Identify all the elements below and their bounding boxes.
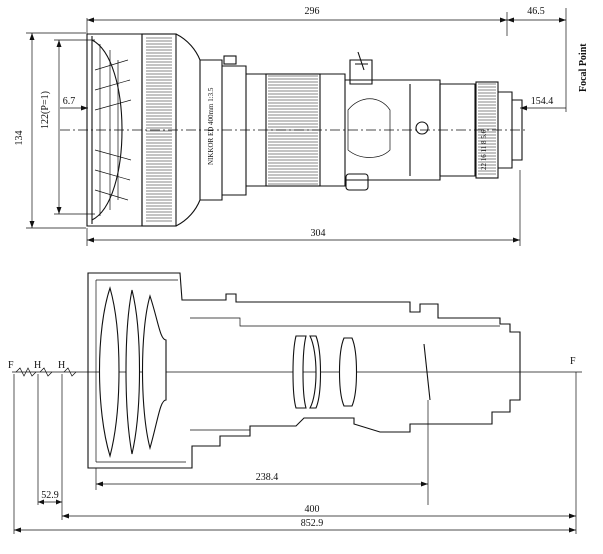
front-taper xyxy=(175,33,201,227)
barrel-engraving: NIKKOR ED 400mm 1:3.5 xyxy=(207,87,215,165)
dim-304-text: 304 xyxy=(311,228,326,239)
dim-134-text: 134 xyxy=(14,131,25,146)
mount-engraving: 22 16 11 8 5.6 xyxy=(480,130,488,170)
dim-122-text: 122(P=1) xyxy=(40,91,51,129)
rear-barrel xyxy=(320,51,476,191)
label-f-front: F xyxy=(8,360,14,371)
dimension-122: 122(P=1) xyxy=(40,39,95,215)
dimension-304: 304 xyxy=(86,170,521,246)
dimension-154-4: 154.4 xyxy=(520,96,566,111)
dimension-6-7: 6.7 xyxy=(60,96,88,111)
dimension-52-9: 52.9 xyxy=(38,490,62,505)
dim-6-7-text: 6.7 xyxy=(63,96,76,107)
lens-mount xyxy=(498,91,523,169)
focus-grip xyxy=(246,73,321,187)
dim-400-text: 400 xyxy=(305,504,320,515)
aperture-ring: 22 16 11 8 5.6 xyxy=(475,81,499,179)
label-h-2: H xyxy=(58,360,65,371)
section-view: F H H F 238.4 52.9 400 xyxy=(8,272,582,534)
label-f-rear: F xyxy=(570,356,576,367)
dim-154-4-text: 154.4 xyxy=(531,96,554,107)
principal-point-marks xyxy=(15,367,77,377)
dimension-852-9: 852.9 xyxy=(14,518,576,533)
dimension-400: 400 xyxy=(62,504,576,519)
focal-point-label: Focal Point xyxy=(578,43,589,92)
dim-52-9-text: 52.9 xyxy=(41,490,59,501)
dim-46-5-text: 46.5 xyxy=(527,6,545,17)
dim-852-9-text: 852.9 xyxy=(301,518,324,529)
dimension-238-4: 238.4 xyxy=(96,472,428,487)
label-h-1: H xyxy=(34,360,41,371)
section-barrel-outline xyxy=(87,272,521,469)
dimension-134: 134 xyxy=(14,32,86,229)
dim-296-text: 296 xyxy=(305,6,320,17)
rear-filter-element xyxy=(423,343,431,401)
front-barrel: NIKKOR ED 400mm 1:3.5 xyxy=(200,55,247,201)
dimension-46-5: 46.5 xyxy=(507,6,567,112)
dim-238-4-text: 238.4 xyxy=(256,472,279,483)
external-view: 296 46.5 Focal Point 134 122(P=1) xyxy=(14,6,589,246)
lens-hood xyxy=(86,33,143,227)
hood-knurl-ring xyxy=(141,33,177,227)
dimension-296: 296 xyxy=(86,6,508,36)
lens-group-front xyxy=(98,286,167,459)
lens-group-middle xyxy=(292,335,357,409)
